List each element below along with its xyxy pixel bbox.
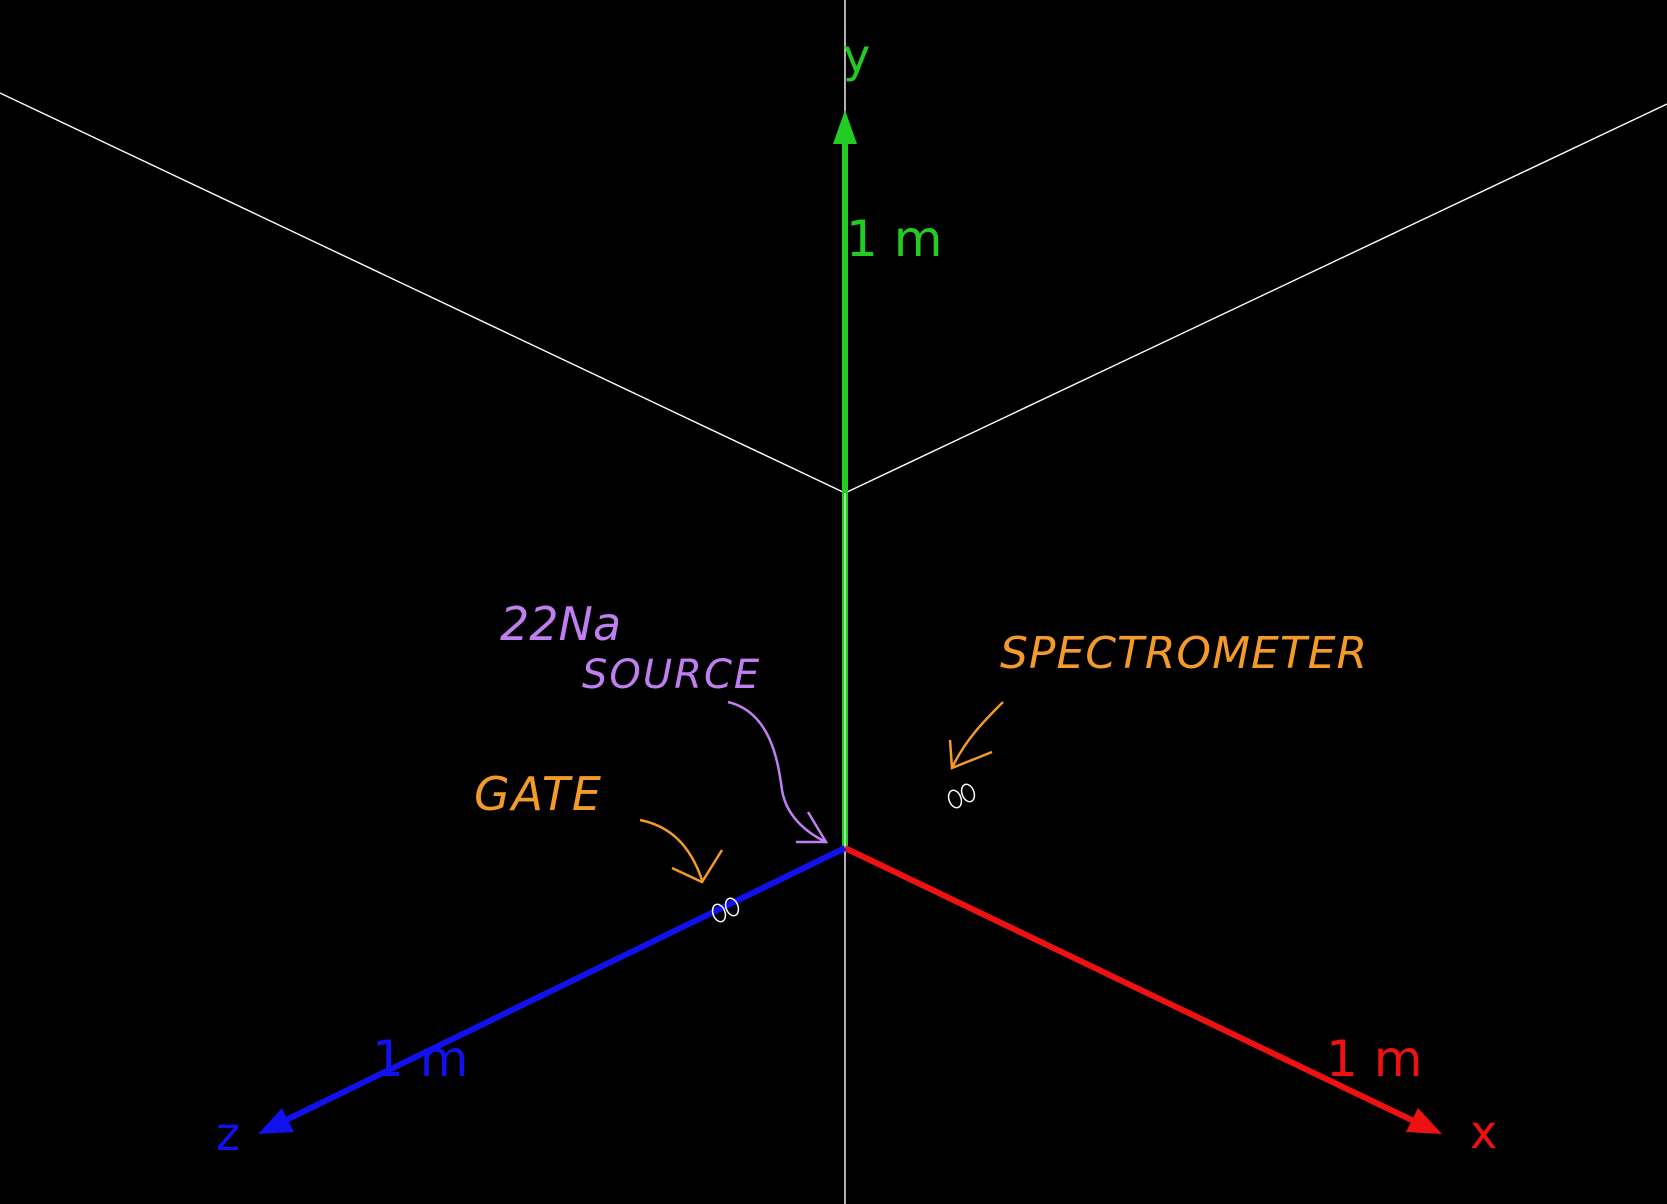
source-arrow <box>727 700 827 844</box>
x-axis: x 1 m <box>843 845 1497 1159</box>
y-axis-label: y <box>843 29 870 83</box>
source-annotation: 22Na SOURCE <box>500 597 829 844</box>
gate-label: GATE <box>474 767 603 821</box>
z-axis-line <box>280 845 847 1125</box>
y-axis-arrowhead <box>833 110 857 144</box>
x-axis-scale-label: 1 m <box>1326 1030 1422 1088</box>
wireframe-edge-left <box>0 92 846 494</box>
x-axis-label: x <box>1470 1105 1497 1159</box>
gate-arrow <box>639 818 704 881</box>
spectrometer-arrowhead <box>948 739 993 770</box>
gate-annotation: GATE <box>474 767 724 884</box>
x-axis-arrowhead <box>1406 1108 1442 1134</box>
z-axis-arrowhead <box>258 1108 294 1134</box>
source-arrowhead <box>796 811 829 844</box>
gate-arrowhead <box>671 849 724 884</box>
x-axis-line <box>843 845 1422 1127</box>
spectrometer-label: SPECTROMETER <box>1000 628 1368 679</box>
z-axis-scale-label: 1 m <box>372 1030 468 1088</box>
gate-detector-icon[interactable] <box>710 896 740 923</box>
source-label-line1: 22Na <box>500 597 621 651</box>
spectrometer-arrow <box>950 701 1004 769</box>
y-axis: y 1 m <box>833 29 942 848</box>
source-label-line2: SOURCE <box>582 652 761 698</box>
z-axis-label: z <box>216 1107 240 1161</box>
spectrometer-detector-icon[interactable] <box>946 782 976 809</box>
y-axis-scale-label: 1 m <box>846 210 942 268</box>
z-axis: z 1 m <box>216 845 847 1161</box>
wireframe-edge-right <box>844 103 1667 494</box>
spectrometer-annotation: SPECTROMETER <box>948 628 1368 770</box>
